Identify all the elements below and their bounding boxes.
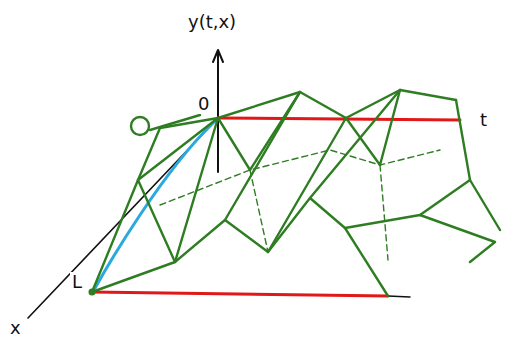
boundary-x0 (218, 118, 460, 120)
axis-label: x (8, 318, 23, 338)
initial-shape (94, 122, 214, 290)
y-axis (217, 52, 219, 172)
wave-hidden-lines (160, 150, 440, 260)
end-dot (89, 289, 96, 296)
origin-label: 0 (196, 94, 211, 114)
wave-surface (92, 90, 500, 296)
axis-label: y(t,x) (186, 12, 238, 32)
y-arrowhead (213, 50, 223, 62)
boundary-tail (388, 296, 410, 297)
endpoint-label: L (70, 272, 84, 292)
axis-label: t (478, 110, 489, 130)
boundary-xL (92, 292, 388, 296)
